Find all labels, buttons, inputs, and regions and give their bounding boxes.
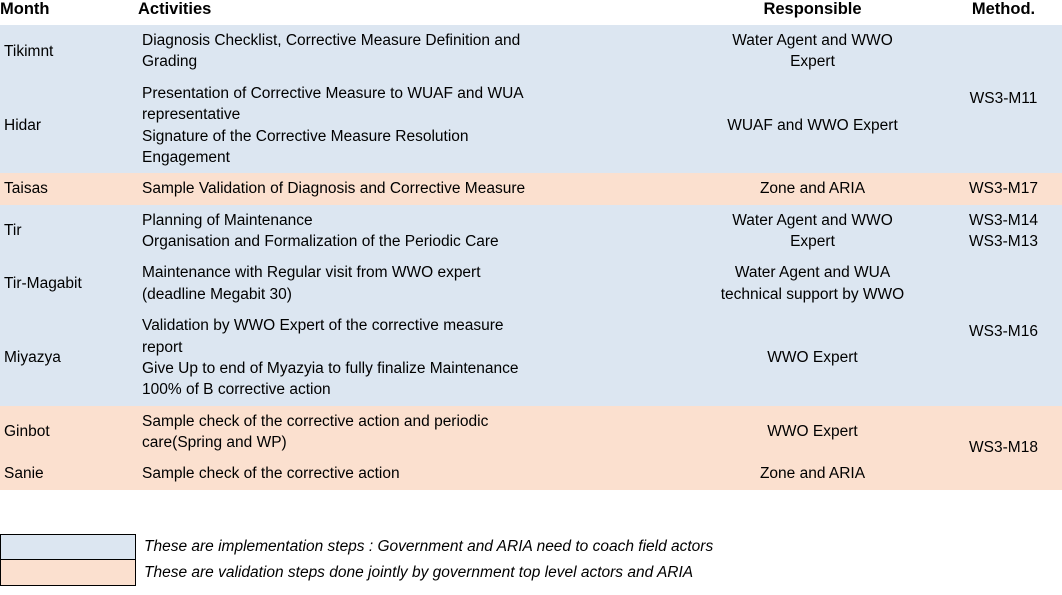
activity-line: Planning of Maintenance	[142, 211, 313, 229]
cell-responsible: Zone and ARIA	[680, 458, 945, 490]
cell-month: Sanie	[0, 458, 138, 490]
cell-month: Ginbot	[0, 405, 138, 459]
cell-activities: Validation by WWO Expert of the correcti…	[138, 310, 680, 406]
responsible-line: Expert	[790, 233, 835, 250]
table-row: Tikimnt Diagnosis Checklist, Corrective …	[0, 25, 1062, 174]
cell-method: WS3-M18	[945, 405, 1062, 490]
activity-line: Diagnosis Checklist, Corrective Measure …	[142, 32, 521, 49]
cell-responsible: Water Agent and WWO Expert	[680, 25, 945, 78]
activity-line: Sample check of the corrective action an…	[142, 412, 489, 430]
cell-responsible: Water Agent and WWO Expert	[680, 204, 945, 258]
column-header-activities: Activities	[138, 0, 680, 25]
activity-line: Maintenance with Regular visit from WWO …	[142, 264, 481, 282]
cell-month: Hidar	[0, 77, 138, 174]
activity-line: Signature of the Corrective Measure Reso…	[142, 127, 469, 145]
activity-line: Give Up to end of Myazyia to fully final…	[142, 359, 519, 377]
table-row: Taisas Sample Validation of Diagnosis an…	[0, 173, 1062, 205]
activity-line: Organisation and Formalization of the Pe…	[142, 233, 499, 250]
activity-line: report	[142, 338, 183, 356]
table-row: Hidar Presentation of Corrective Measure…	[0, 77, 1062, 174]
table-row: Miyazya Validation by WWO Expert of the …	[0, 310, 1062, 406]
method-line: WS3-M14	[969, 211, 1038, 229]
cell-month: Tikimnt	[0, 25, 138, 78]
table-row: Ginbot Sample check of the corrective ac…	[0, 405, 1062, 490]
legend-label-implementation: These are implementation steps : Governm…	[144, 537, 714, 555]
activity-line: Validation by WWO Expert of the correcti…	[142, 317, 504, 335]
cell-month: Taisas	[0, 173, 138, 205]
activity-line: care(Spring and WP)	[142, 434, 287, 451]
cell-responsible: Zone and ARIA	[680, 173, 945, 205]
column-header-responsible: Responsible	[680, 0, 945, 25]
cell-method: WS3-M14 WS3-M13	[945, 204, 1062, 258]
legend-item-implementation: These are implementation steps : Governm…	[0, 534, 1062, 560]
cell-activities: Maintenance with Regular visit from WWO …	[138, 257, 680, 311]
activity-line: representative	[142, 106, 241, 124]
legend-label-validation: These are validation steps done jointly …	[144, 563, 694, 581]
cell-activities: Presentation of Corrective Measure to WU…	[138, 77, 680, 174]
cell-responsible: WUAF and WWO Expert	[680, 77, 945, 174]
cell-month: Tir-Magabit	[0, 257, 138, 311]
cell-method: WS3-M17	[945, 173, 1062, 205]
responsible-line: Water Agent and WWO	[732, 32, 893, 49]
legend-swatch-implementation	[0, 534, 136, 560]
cell-activities: Sample Validation of Diagnosis and Corre…	[138, 173, 680, 205]
cell-responsible: Water Agent and WUA technical support by…	[680, 257, 945, 311]
maintenance-schedule-table: Month Activities Responsible Method. Tik…	[0, 0, 1062, 490]
responsible-line: Water Agent and WWO	[732, 211, 893, 229]
legend-item-validation: These are validation steps done jointly …	[0, 560, 1062, 586]
cell-month: Tir	[0, 204, 138, 258]
responsible-line: technical support by WWO	[720, 285, 905, 303]
table-row: Tir-Magabit Maintenance with Regular vis…	[0, 257, 1062, 406]
responsible-line: Water Agent and WUA	[734, 264, 891, 282]
cell-activities: Planning of Maintenance Organisation and…	[138, 204, 680, 258]
table-body: Tikimnt Diagnosis Checklist, Corrective …	[0, 25, 1062, 490]
activity-line: Presentation of Corrective Measure to WU…	[142, 84, 524, 102]
table-row: Tir Planning of Maintenance Organisation…	[0, 204, 1062, 258]
cell-responsible: WWO Expert	[680, 405, 945, 459]
column-header-month: Month	[0, 0, 138, 25]
legend-swatch-validation	[0, 560, 136, 586]
header-row: Month Activities Responsible Method.	[0, 0, 1062, 25]
cell-method: WS3-M16	[945, 257, 1062, 406]
cell-method: WS3-M11	[945, 25, 1062, 174]
column-header-method: Method.	[945, 0, 1062, 25]
activity-line: 100% of B corrective action	[142, 381, 331, 399]
table-row: Sanie Sample check of the corrective act…	[0, 458, 1062, 490]
table-header: Month Activities Responsible Method.	[0, 0, 1062, 25]
activity-line: (deadline Megabit 30)	[142, 285, 292, 303]
cell-responsible: WWO Expert	[680, 310, 945, 406]
legend: These are implementation steps : Governm…	[0, 534, 1062, 586]
activity-line: Grading	[142, 53, 198, 71]
cell-activities: Diagnosis Checklist, Corrective Measure …	[138, 25, 680, 78]
cell-activities: Sample check of the corrective action	[138, 458, 680, 490]
cell-activities: Sample check of the corrective action an…	[138, 405, 680, 459]
method-line: WS3-M13	[969, 233, 1038, 250]
activity-line: Engagement	[142, 148, 230, 166]
cell-month: Miyazya	[0, 310, 138, 406]
responsible-line: Expert	[790, 53, 835, 71]
